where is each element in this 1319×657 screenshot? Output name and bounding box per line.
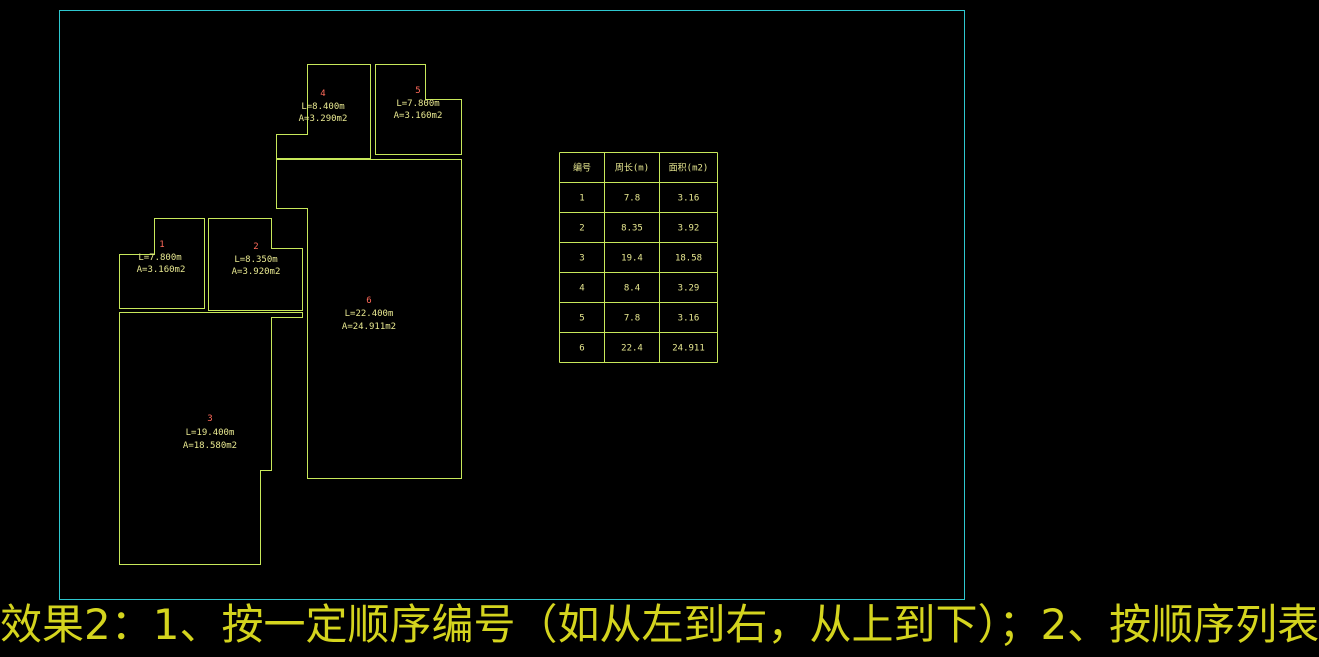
table-cell: 3.16 (678, 314, 700, 324)
room-area-3: A=18.580m2 (183, 441, 237, 451)
cad-drawing-canvas: 1 L=7.800m A=3.160m2 2 L=8.350m A=3.920m… (59, 10, 965, 600)
room-perimeter-1: L=7.800m (138, 253, 181, 263)
table-cell: 3.29 (678, 284, 700, 294)
room-area-1: A=3.160m2 (137, 265, 186, 275)
table-cell: 24.911 (672, 344, 705, 354)
room-area-6: A=24.911m2 (342, 322, 396, 332)
room-area-4: A=3.290m2 (299, 114, 348, 124)
table-header-cell: 面积(m2) (669, 162, 709, 174)
room-perimeter-5: L=7.800m (396, 99, 439, 109)
caption-text: 效果2：1、按一定顺序编号（如从左到右，从上到下）；2、按顺序列表 (0, 600, 1319, 649)
table-cell: 4 (579, 284, 584, 294)
room-perimeter-3: L=19.400m (186, 428, 235, 438)
room-number-6: 6 (366, 296, 371, 306)
table-cell: 18.58 (675, 254, 702, 264)
table-cell: 8.35 (621, 224, 643, 234)
room-number-3: 3 (207, 414, 212, 424)
summary-table: 编号 周长(m) 面积(m2) 1 7.8 3.16 2 8.35 3.92 3 19.4 18.58… (559, 152, 718, 363)
room-outline-5 (375, 64, 462, 155)
room-number-1: 1 (159, 240, 164, 250)
room-outline-4 (276, 64, 371, 159)
table-cell: 2 (579, 224, 584, 234)
room-number-4: 4 (320, 89, 325, 99)
drawing-frame (59, 10, 965, 600)
table-cell: 3 (579, 254, 584, 264)
table-header-cell: 编号 (573, 162, 591, 174)
room-perimeter-2: L=8.350m (234, 255, 277, 265)
table-cell: 5 (579, 314, 584, 324)
room-area-2: A=3.920m2 (232, 267, 281, 277)
room-outline-2 (208, 218, 303, 311)
room-outline-3 (119, 312, 303, 565)
table-cell: 8.4 (624, 284, 640, 294)
table-cell: 19.4 (621, 254, 643, 264)
room-outline-6 (276, 159, 462, 479)
table-cell: 6 (579, 344, 584, 354)
room-perimeter-6: L=22.400m (345, 309, 394, 319)
room-outline-1 (119, 218, 205, 309)
room-number-2: 2 (253, 242, 258, 252)
table-cell: 7.8 (624, 194, 640, 204)
room-area-5: A=3.160m2 (394, 111, 443, 121)
table-cell: 1 (579, 194, 584, 204)
table-cell: 3.16 (678, 194, 700, 204)
room-perimeter-4: L=8.400m (301, 102, 344, 112)
table-cell: 3.92 (678, 224, 700, 234)
table-header-cell: 周长(m) (615, 162, 649, 174)
table-cell: 7.8 (624, 314, 640, 324)
room-number-5: 5 (415, 86, 420, 96)
table-cell: 22.4 (621, 344, 643, 354)
